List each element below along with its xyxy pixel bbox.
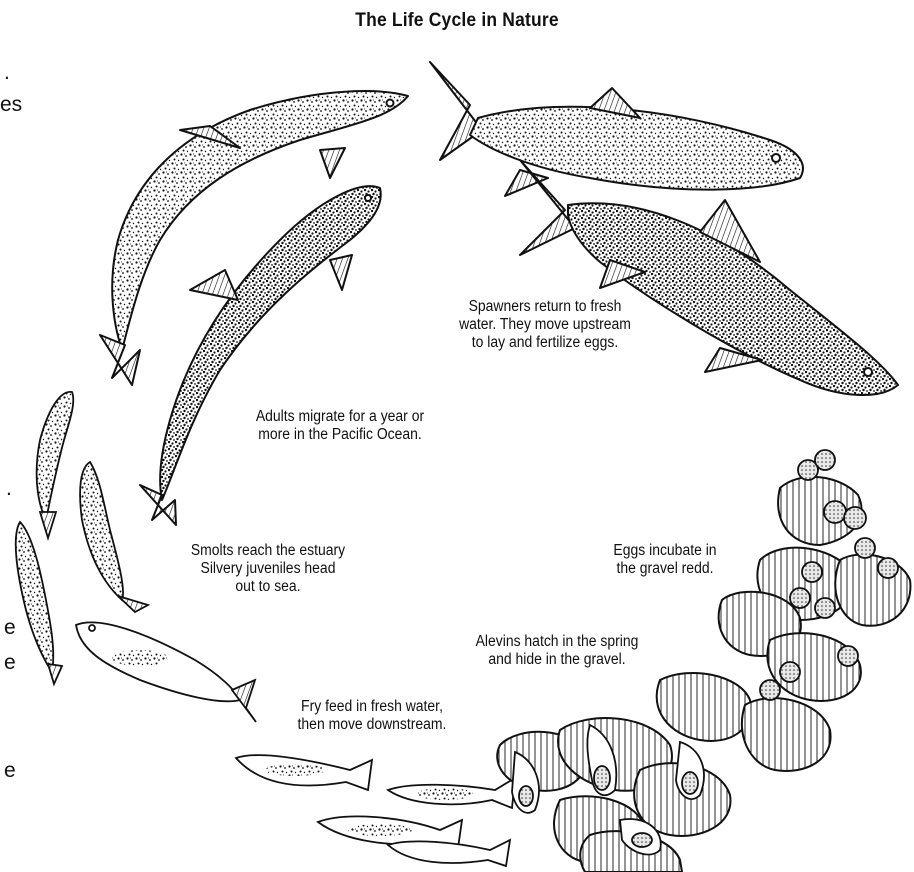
spawners-caption-line: to lay and fertilize eggs. bbox=[442, 334, 649, 352]
smolt-fish-2 bbox=[80, 462, 148, 612]
spawner-fish-upper bbox=[430, 62, 803, 196]
fry-fish-5 bbox=[388, 840, 510, 866]
fry-caption-line: Fry feed in fresh water, bbox=[269, 698, 474, 716]
fry-fish-1 bbox=[76, 622, 256, 722]
adult-fish-upper bbox=[100, 91, 408, 385]
spawners-caption-line: Spawners return to fresh bbox=[442, 298, 649, 316]
alevins-caption-line: Alevins hatch in the spring bbox=[450, 633, 664, 651]
adults-caption-line: Adults migrate for a year or bbox=[223, 408, 457, 426]
smolts-caption: Smolts reach the estuary Silvery juvenil… bbox=[162, 542, 374, 596]
smolt-fish-1 bbox=[37, 392, 74, 538]
adults-caption-line: more in the Pacific Ocean. bbox=[223, 426, 457, 444]
fry-fish-3 bbox=[388, 778, 515, 808]
alevins-caption: Alevins hatch in the spring and hide in … bbox=[450, 633, 664, 669]
adult-fish-lower bbox=[140, 186, 381, 525]
adults-caption: Adults migrate for a year or more in the… bbox=[223, 408, 457, 444]
spawner-fish-lower bbox=[520, 160, 898, 395]
spawners-caption: Spawners return to fresh water. They mov… bbox=[442, 298, 649, 352]
gravel-redd bbox=[497, 477, 910, 872]
smolt-fish-3 bbox=[16, 522, 62, 684]
eggs-caption-line: Eggs incubate in bbox=[589, 542, 742, 560]
spawners-caption-line: water. They move upstream bbox=[442, 316, 649, 334]
smolts-caption-line: out to sea. bbox=[162, 578, 374, 596]
eggs-caption: Eggs incubate in the gravel redd. bbox=[589, 542, 742, 578]
fry-caption: Fry feed in fresh water, then move downs… bbox=[269, 698, 474, 734]
alevins-caption-line: and hide in the gravel. bbox=[450, 651, 664, 669]
fry-fish-2 bbox=[236, 755, 372, 790]
smolts-caption-line: Silvery juveniles head bbox=[162, 560, 374, 578]
smolts-caption-line: Smolts reach the estuary bbox=[162, 542, 374, 560]
fry-caption-line: then move downstream. bbox=[269, 716, 474, 734]
eggs-caption-line: the gravel redd. bbox=[589, 560, 742, 578]
